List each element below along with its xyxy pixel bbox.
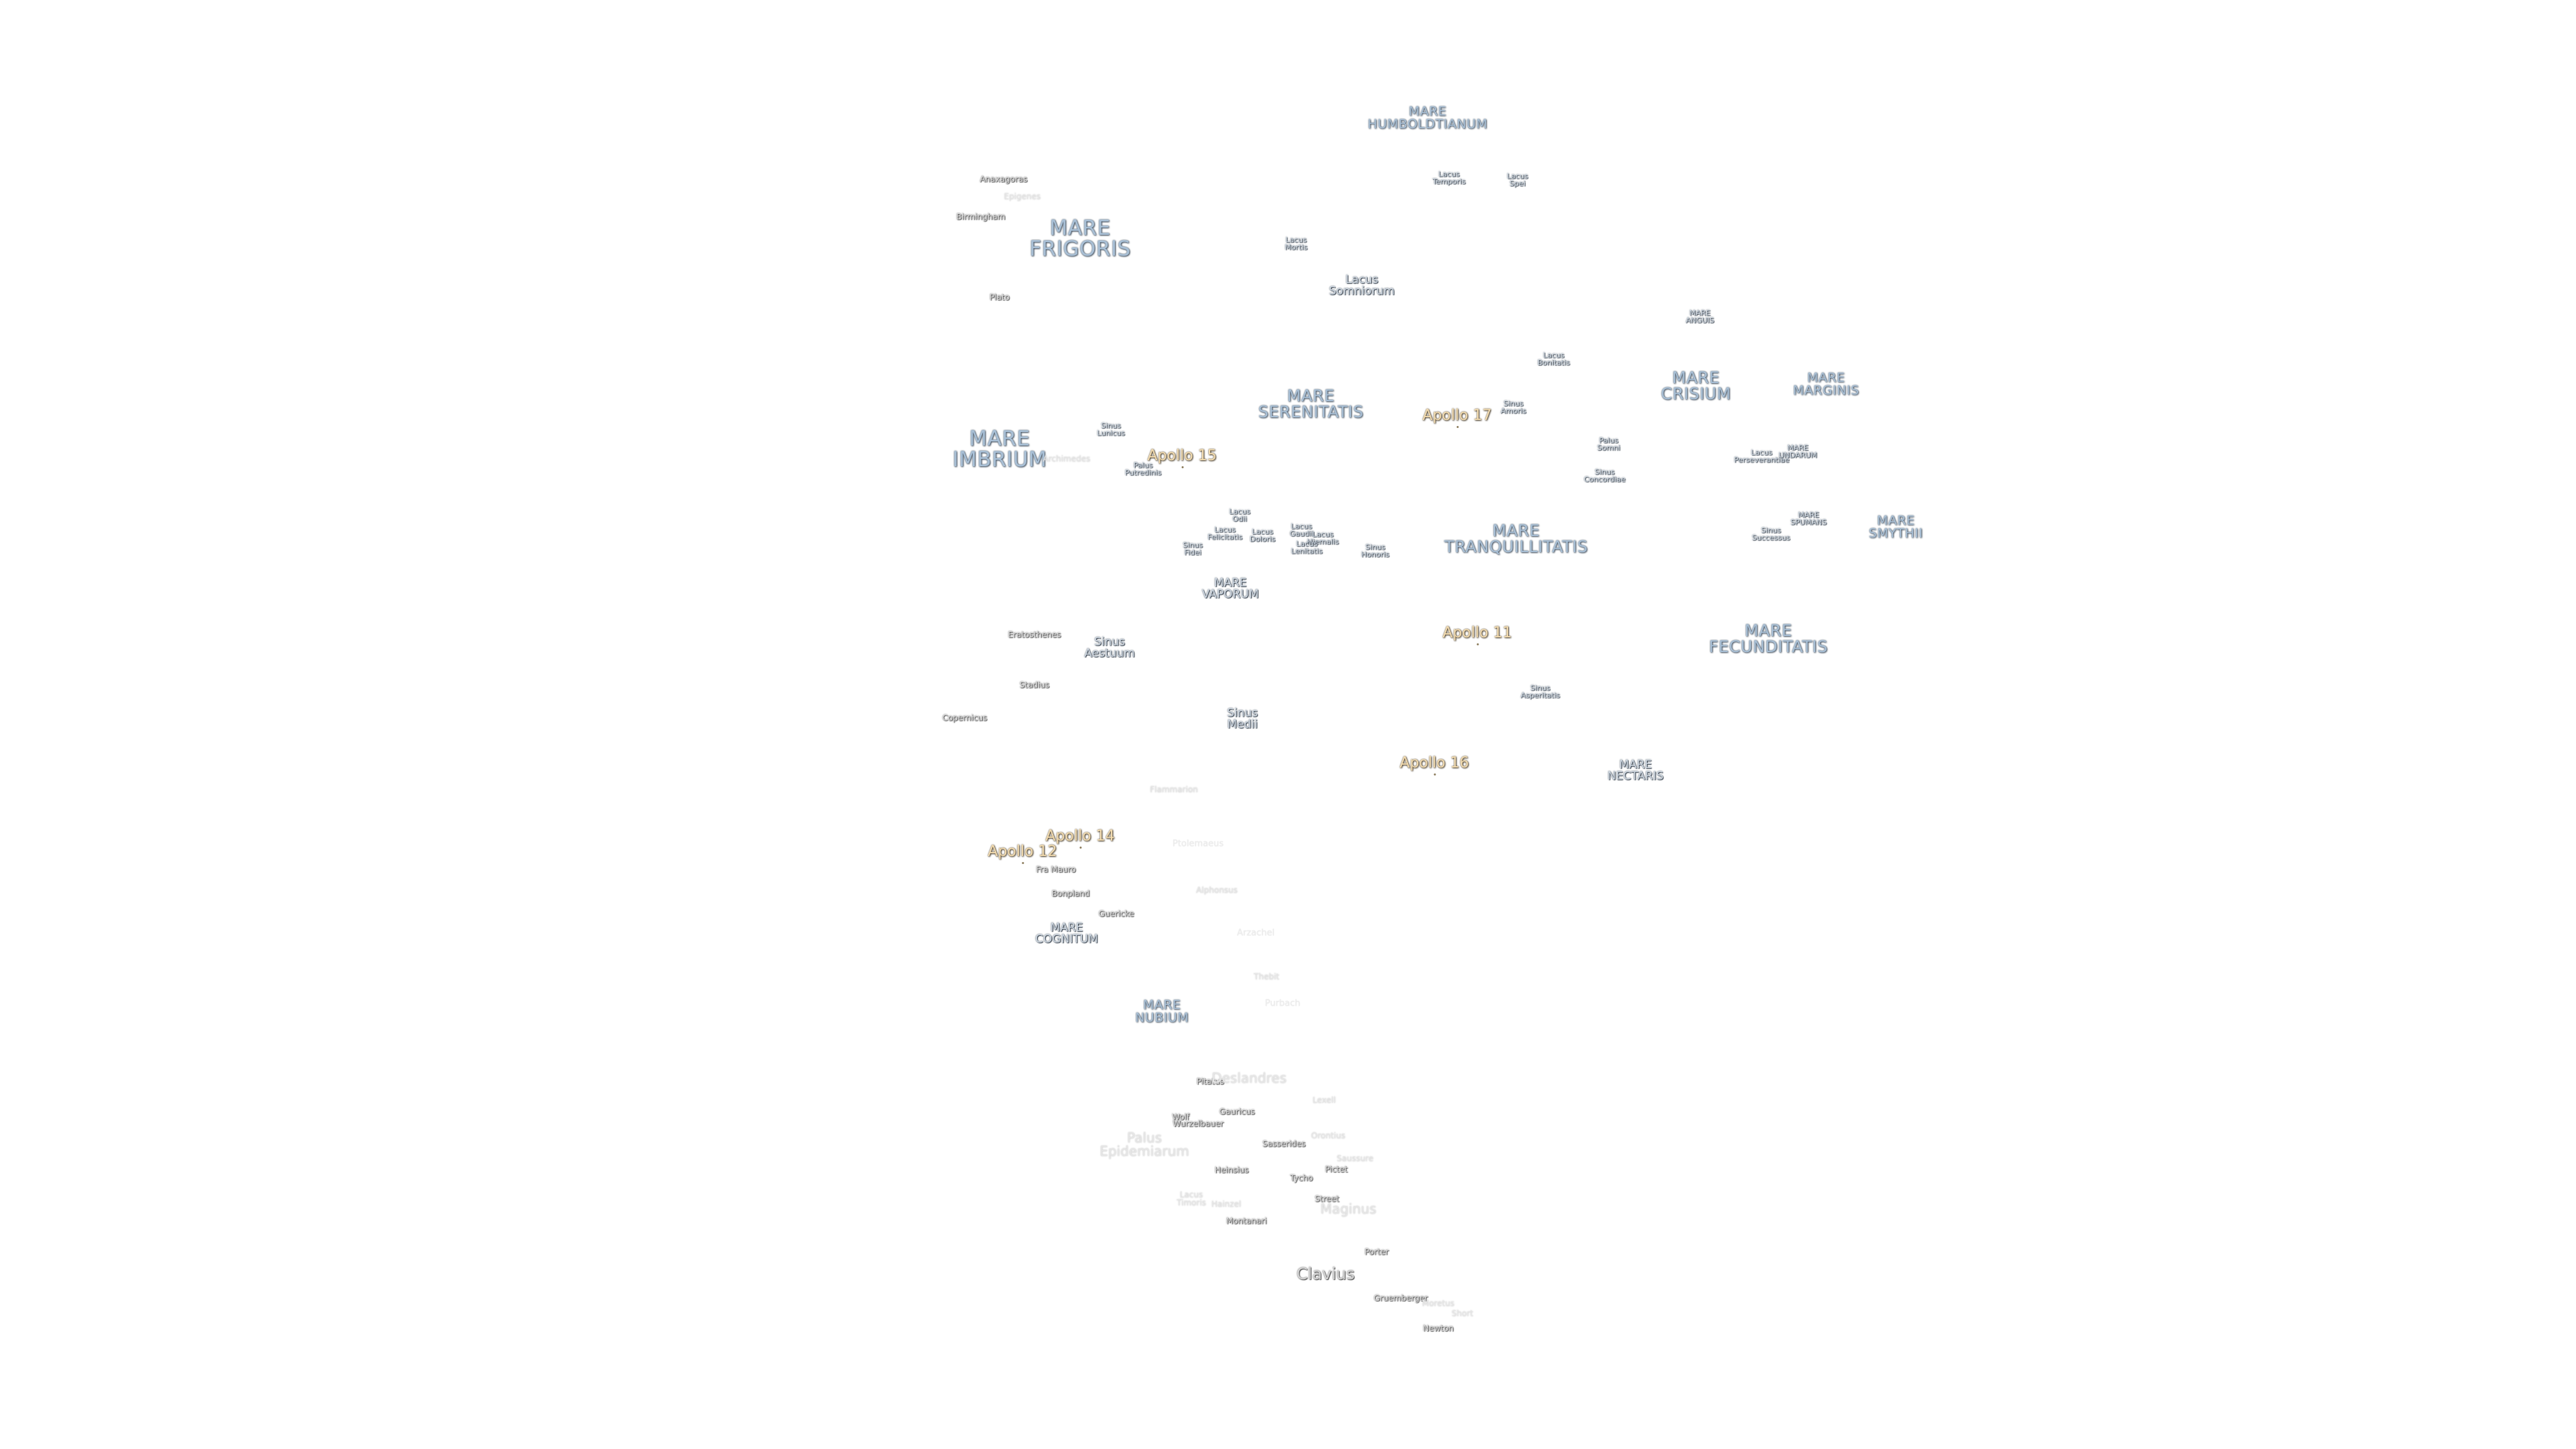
map-label-lacus-doloris: Lacus Doloris [1249,527,1276,543]
map-label-palus-epidemiarum: Palus Epidemiarum [1099,1130,1189,1159]
map-label-sinus-successus: Sinus Successus [1752,526,1790,542]
map-label-mare-imbrium: MARE IMBRIUM [952,427,1047,472]
map-label-flammarion: Flammarion [1150,785,1198,794]
map-label-alphonsus: Alphonsus [1196,885,1238,895]
map-label-stadius: Stadius [1019,680,1050,690]
map-label-mare-spumans: MARE SPUMANS [1790,511,1827,527]
map-label-pitatus: Pitatus [1196,1077,1224,1086]
map-label-sinus-medii: Sinus Medii [1227,706,1258,731]
map-label-mare-fecunditatis: MARE FECUNDITATIS [1709,621,1828,656]
map-label-sinus-amoris: Sinus Amoris [1500,399,1527,415]
map-label-porter: Porter [1364,1247,1389,1256]
map-label-sinus-concordiae: Sinus Concordiae [1583,468,1626,484]
map-label-lexell: Lexell [1312,1095,1336,1105]
map-label-plato: Plato [989,292,1010,302]
map-label-ptolemaeus: Ptolemaeus [1172,839,1224,849]
map-label-mare-crisium: MARE CRISIUM [1660,368,1731,403]
map-label-gauricus: Gauricus [1219,1107,1255,1116]
map-label-guericke: Guericke [1098,909,1134,918]
map-label-lacus-bonitatis: Lacus Bonitatis [1537,351,1570,367]
map-label-thebit: Thebit [1254,972,1279,981]
map-label-archimedes: Archimedes [1042,454,1091,464]
map-label-gruemberger: Gruemberger [1373,1293,1428,1303]
map-label-mare-vaporum: MARE VAPORUM [1201,576,1259,601]
map-label-anaxagoras: Anaxagoras [979,174,1028,184]
map-label-sinus-asperitatis: Sinus Asperitatis [1520,684,1560,700]
map-label-montanari: Montanari [1226,1216,1267,1226]
map-label-mare-nectaris: MARE NECTARIS [1607,758,1664,783]
map-label-lacus-timoris: Lacus Timoris [1177,1190,1206,1208]
map-label-lacus-temporis: Lacus Temporis [1432,170,1466,186]
map-label-lacus-perseverantiae: Lacus Perseverantiae [1733,448,1790,464]
map-label-deslandres: Deslandres [1212,1070,1287,1086]
map-label-mare-anguis: MARE ANGUIS [1685,309,1715,325]
map-label-lacus-gaudii: Lacus Gaudii [1289,522,1313,538]
map-label-saussure: Saussure [1336,1154,1374,1163]
map-label-copernicus: Copernicus [942,713,987,722]
map-label-mare-serenitatis: MARE SERENITATIS [1258,386,1364,421]
map-label-mare-humboldtianum: MARE HUMBOLDTIANUM [1367,104,1488,131]
map-label-sinus-fidei: Sinus Fidei [1183,541,1203,557]
landing-site-apollo-11: Apollo 11 [1442,625,1512,645]
map-label-mare-frigoris: MARE FRIGORIS [1029,216,1131,261]
map-label-lacus-mortis: Lacus Mortis [1285,235,1307,252]
map-label-mare-undarum: MARE UNDARUM [1778,443,1817,460]
map-label-fra-mauro: Fra Mauro [1036,865,1076,874]
map-label-bonpland: Bonpland [1051,889,1090,898]
map-label-palus-putredinis: Palus Putredinis [1124,461,1162,477]
map-label-eratosthenes: Eratosthenes [1008,630,1061,639]
map-label-epigenes: Epigenes [1004,192,1041,201]
map-label-hainzel: Hainzel [1211,1199,1242,1209]
map-label-moretus: Moretus [1421,1299,1455,1308]
map-label-lacus-lenitatis: Lacus Lenitatis [1291,539,1323,555]
map-label-lacus-odii: Lacus Odii [1229,507,1250,523]
map-label-short: Short [1451,1309,1474,1318]
map-label-arzachel: Arzachel [1236,928,1275,938]
map-label-mare-marginis: MARE MARGINIS [1792,370,1860,398]
map-label-pictet: Pictet [1325,1165,1348,1174]
map-label-heinsius: Heinsius [1214,1165,1249,1175]
map-label-lacus-somniorum: Lacus Somniorum [1329,273,1395,298]
landing-site-apollo-16: Apollo 16 [1399,755,1469,775]
map-label-sinus-honoris: Sinus Honoris [1360,543,1390,559]
map-label-street: Street [1314,1194,1340,1203]
map-label-clavius: Clavius [1296,1265,1355,1283]
map-label-sinus-aestuum: Sinus Aestuum [1084,635,1135,660]
map-label-mare-cognitum: MARE COGNITUM [1035,921,1098,946]
map-label-wolf: Wolf [1171,1112,1190,1122]
map-label-mare-nubium: MARE NUBIUM [1134,998,1189,1025]
map-label-lacus-spei: Lacus Spei [1507,172,1528,188]
map-label-mare-smythii: MARE SMYTHII [1868,513,1923,541]
map-label-palus-somni: Palus Somni [1597,436,1621,452]
landing-site-apollo-15: Apollo 15 [1147,447,1217,468]
map-label-birmingham: Birmingham [956,212,1006,221]
landing-site-apollo-12: Apollo 12 [987,843,1057,864]
map-label-sinus-lunicus: Sinus Lunicus [1097,421,1125,437]
map-label-lacus-hiemalis: Lacus Hiemalis [1307,530,1339,546]
map-label-orontius: Orontius [1311,1131,1346,1140]
map-label-sasserides: Sasserides [1262,1139,1306,1148]
landing-site-apollo-17: Apollo 17 [1422,407,1492,428]
map-label-mare-tranquillitatis: MARE TRANQUILLITATIS [1444,521,1588,556]
landing-site-apollo-14: Apollo 14 [1045,828,1115,849]
map-label-maginus: Maginus [1320,1201,1377,1217]
map-label-lacus-felicitatis: Lacus Felicitatis [1208,525,1242,541]
map-label-wurzelbauer: Wurzelbauer [1173,1119,1224,1128]
map-label-purbach: Purbach [1265,998,1301,1009]
map-label-tycho: Tycho [1289,1173,1313,1183]
map-label-newton: Newton [1423,1324,1454,1333]
